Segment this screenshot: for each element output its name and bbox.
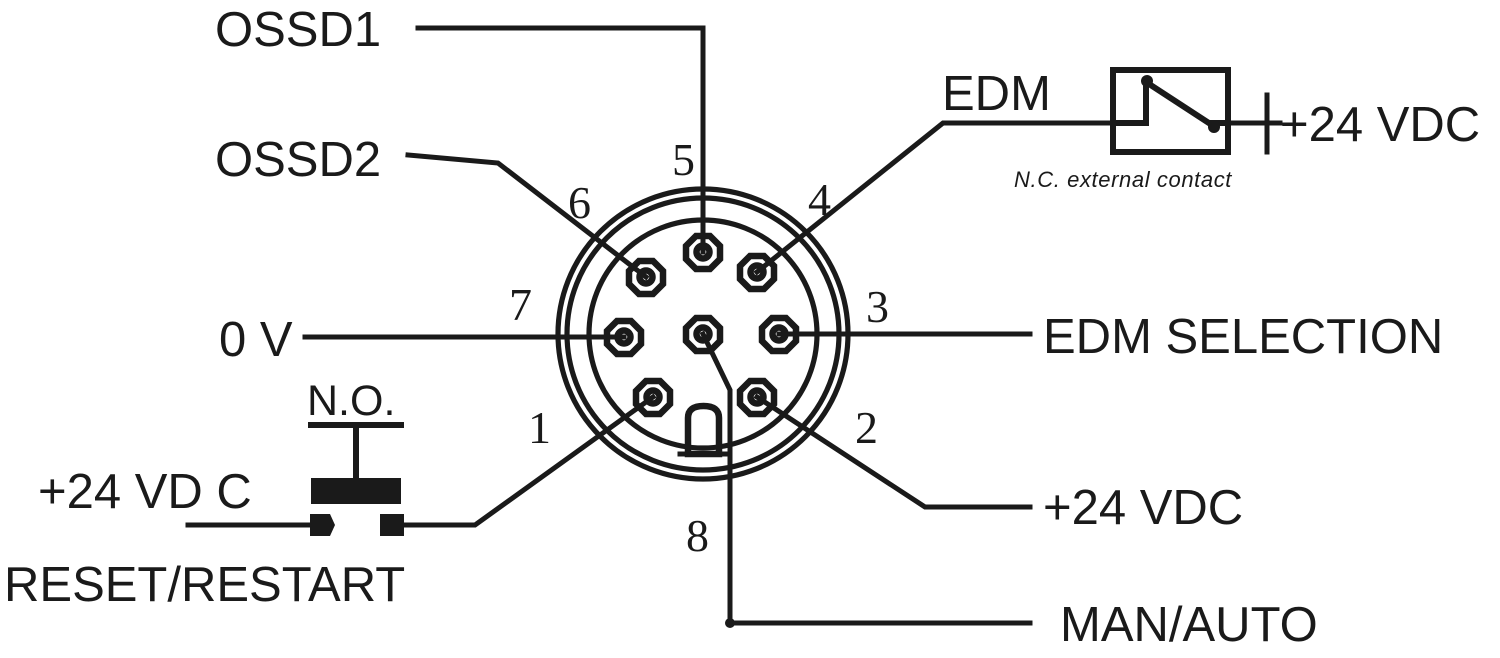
wire-edm <box>753 120 1116 276</box>
junction-dot-man-auto <box>725 618 735 628</box>
label-supply-right: +24 VDC <box>1043 481 1243 535</box>
pin-socket-1 <box>632 377 674 418</box>
pin-socket-8 <box>682 314 724 355</box>
pushbutton-right-terminal <box>380 514 404 536</box>
pin-number-1: 1 <box>528 402 551 453</box>
relay-box <box>1110 67 1231 155</box>
label-ossd1: OSSD1 <box>215 3 381 57</box>
pin-socket-7 <box>603 317 645 358</box>
pushbutton-no-symbol <box>308 422 404 536</box>
connector-keyway <box>684 402 723 458</box>
relay-pivot-dot <box>1141 75 1153 87</box>
pin-number-8: 8 <box>686 510 709 561</box>
connector-outer-ring <box>555 186 851 482</box>
pushbutton-plunger <box>311 478 401 504</box>
pin-number-2: 2 <box>855 402 878 453</box>
pin-socket-2 <box>736 377 778 418</box>
label-no: N.O. <box>307 377 395 425</box>
pin-socket-6 <box>625 257 667 298</box>
connector-body <box>555 186 851 482</box>
wire-reset-restart <box>397 393 657 528</box>
pin-socket-3 <box>758 314 800 355</box>
label-ossd2: OSSD2 <box>215 133 381 187</box>
relay-left-lead <box>1110 77 1149 126</box>
label-edm: EDM <box>942 67 1051 121</box>
wire-ossd2 <box>405 152 650 281</box>
label-supply-left: +24 VD C <box>38 465 252 519</box>
pin-number-5: 5 <box>672 134 695 185</box>
relay-nc-contact-symbol <box>1110 67 1231 155</box>
label-reset-restart: RESET/RESTART <box>4 558 405 612</box>
label-nc-external-contact: N.C. external contact <box>1014 167 1232 192</box>
pin-number-3: 3 <box>866 281 889 332</box>
label-supply-top-right: +24 VDC <box>1280 98 1480 152</box>
pin-number-4: 4 <box>808 174 831 225</box>
pin-sockets <box>603 232 800 418</box>
pin-number-6: 6 <box>568 177 591 228</box>
label-edm-selection: EDM SELECTION <box>1043 310 1443 364</box>
pin-socket-5 <box>682 232 724 273</box>
pin-socket-4 <box>736 252 778 293</box>
relay-contact-blade <box>1141 77 1220 132</box>
pushbutton-left-terminal <box>310 514 335 536</box>
label-0v: 0 V <box>219 313 293 367</box>
connector-mid-ring <box>564 195 842 473</box>
wire-ossd1 <box>415 25 706 255</box>
connector-inner-ring <box>586 217 820 451</box>
label-man-auto: MAN/AUTO <box>1060 598 1318 652</box>
wire-24vdc-right <box>753 393 1033 510</box>
wire-man-auto <box>699 330 1033 626</box>
pin-number-7: 7 <box>509 279 532 330</box>
